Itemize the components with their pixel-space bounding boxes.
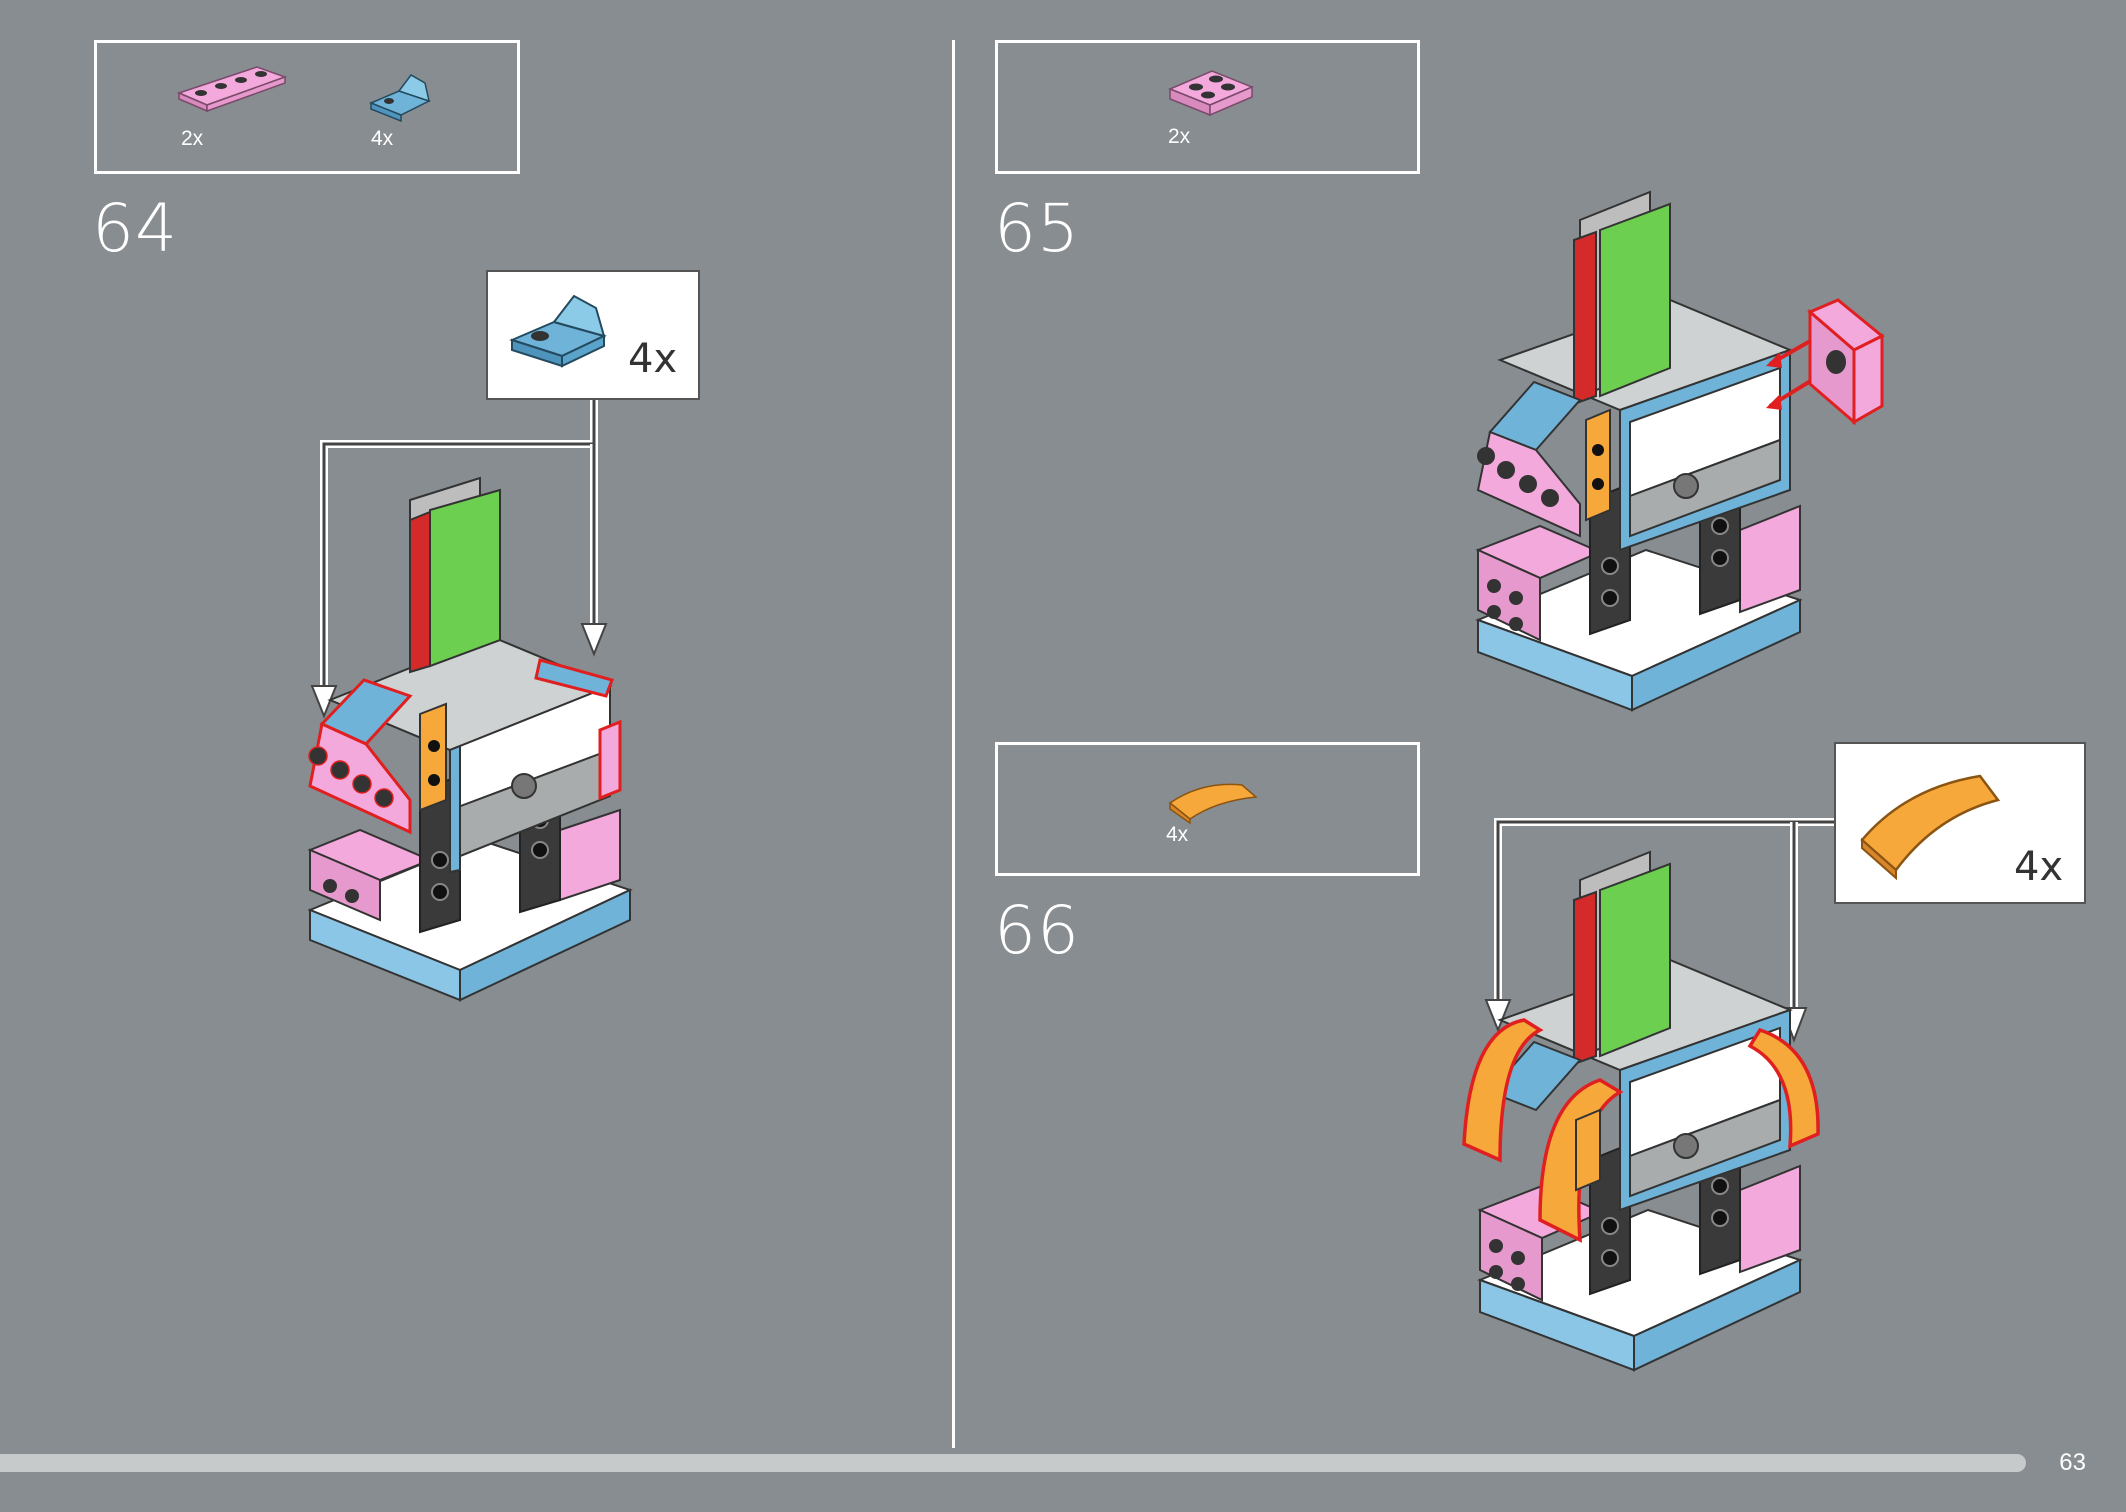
parts-box-step-66: 4x [995,742,1420,876]
pink-plate-2x2-icon [1168,70,1254,117]
step-number: 65 [994,190,1080,267]
callout-qty: 4x [2014,844,2064,890]
blue-bracket-icon [509,294,607,368]
parts-box-step-64: 2x 4x [94,40,520,174]
part-qty: 4x [371,127,394,150]
part-qty: 2x [1168,125,1191,148]
callout-step-64: 4x [486,270,700,400]
page-number: 63 [2059,1449,2086,1476]
pink-plate-1x4-icon [176,66,288,113]
step-number: 66 [994,892,1080,969]
part-qty: 4x [1166,823,1189,846]
orange-curved-slope-icon [1168,783,1258,825]
callout-qty: 4x [628,336,678,382]
part-qty: 2x [181,127,204,150]
callout-step-66: 4x [1834,742,2086,904]
progress-bar [0,1454,2026,1472]
page-divider [952,40,955,1448]
model-step-65 [1475,190,1885,712]
orange-curved-slope-icon [1860,774,2001,881]
parts-box-step-65: 2x [995,40,1420,174]
blue-bracket-icon [369,74,431,123]
step-number: 64 [92,190,178,267]
model-step-64 [307,476,633,1002]
model-step-66 [1462,850,1820,1372]
